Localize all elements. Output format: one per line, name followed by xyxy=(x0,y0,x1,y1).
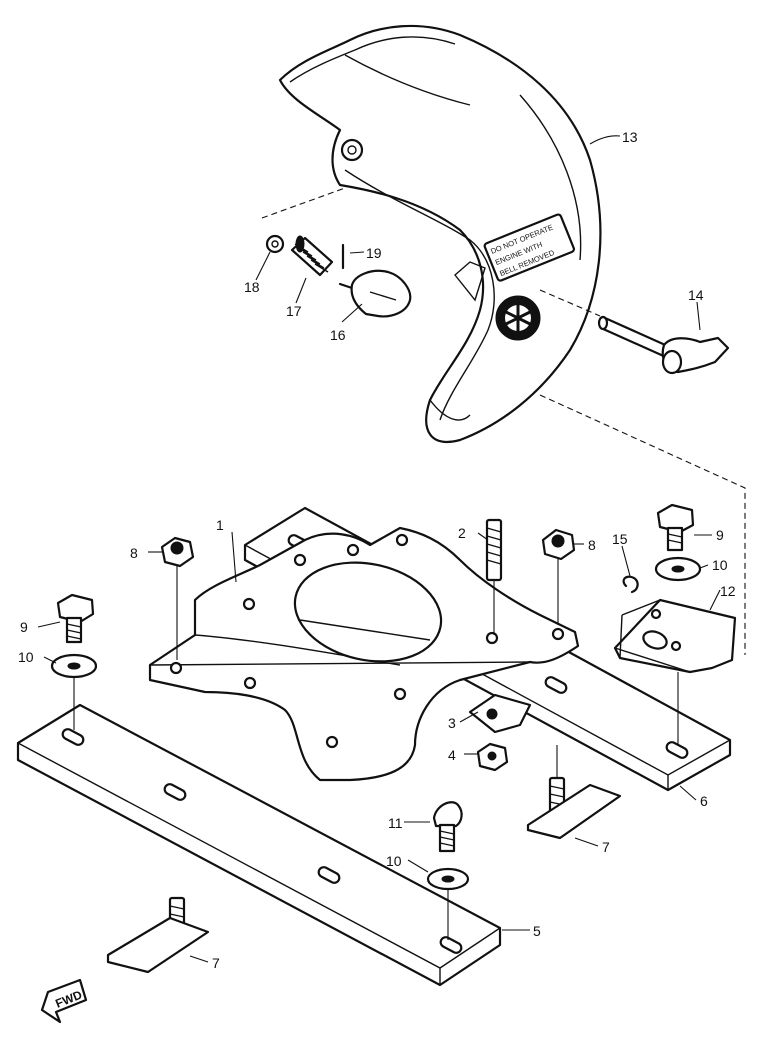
callout-1: 1 xyxy=(216,517,224,533)
callout-17: 17 xyxy=(286,303,302,319)
callout-16: 16 xyxy=(330,327,346,343)
leader-lines xyxy=(37,135,721,963)
part-10-washer-center xyxy=(426,867,470,940)
callout-19: 19 xyxy=(366,245,382,261)
assembly-line-knob xyxy=(261,187,346,219)
part-9-bolt-left xyxy=(56,593,95,644)
callout-14: 14 xyxy=(688,287,704,303)
callout-numbers: 1 2 3 4 5 6 7 7 8 8 9 9 10 10 10 11 12 1… xyxy=(18,129,736,971)
callout-8-right: 8 xyxy=(588,537,596,553)
part-9-bolt-right xyxy=(656,503,695,552)
callout-3: 3 xyxy=(448,715,456,731)
part-7-clamp-right xyxy=(526,745,622,840)
callout-18: 18 xyxy=(244,279,260,295)
callout-9-right: 9 xyxy=(716,527,724,543)
callout-10-center: 10 xyxy=(386,853,402,869)
callout-12: 12 xyxy=(720,583,736,599)
part-7-clamp-left xyxy=(106,896,210,974)
part-12-bracket xyxy=(613,598,737,745)
yamaha-emblem-icon xyxy=(495,295,541,341)
part-5-lower-rail xyxy=(16,703,502,987)
part-18-washer xyxy=(265,234,285,254)
part-3-tab xyxy=(468,693,532,734)
assembly-line-bracket xyxy=(539,394,746,655)
callout-15: 15 xyxy=(612,531,628,547)
part-1-mounting-plate xyxy=(148,526,580,782)
callout-11: 11 xyxy=(388,815,403,831)
callout-8-left: 8 xyxy=(130,545,138,561)
part-2-stud xyxy=(485,518,503,635)
part-10-washer-left xyxy=(50,653,98,730)
callout-5: 5 xyxy=(533,923,541,939)
part-14-pin xyxy=(597,315,730,375)
assembly-line-pin xyxy=(539,289,601,317)
part-15-clip xyxy=(622,575,639,594)
part-8-nut-left xyxy=(160,536,195,660)
callout-4: 4 xyxy=(448,747,456,763)
part-10-washer-right xyxy=(654,556,702,582)
callout-2: 2 xyxy=(458,525,466,541)
part-4-nut xyxy=(476,742,509,772)
fwd-arrow-icon: FWD xyxy=(40,978,88,1024)
callout-7-right: 7 xyxy=(602,839,610,855)
part-8-nut-right xyxy=(541,528,576,625)
part-13-bell-housing: DO NOT OPERATE ENGINE WITH BELL REMOVED xyxy=(278,24,602,443)
callout-7-left: 7 xyxy=(212,955,220,971)
callout-9-left: 9 xyxy=(20,619,28,635)
callout-6: 6 xyxy=(700,793,708,809)
part-17-spring xyxy=(290,235,334,277)
part-16-knob xyxy=(338,269,412,318)
callout-10-left: 10 xyxy=(18,649,34,665)
callout-10-right: 10 xyxy=(712,557,728,573)
callout-13: 13 xyxy=(622,129,638,145)
part-11-bolt xyxy=(432,801,463,853)
